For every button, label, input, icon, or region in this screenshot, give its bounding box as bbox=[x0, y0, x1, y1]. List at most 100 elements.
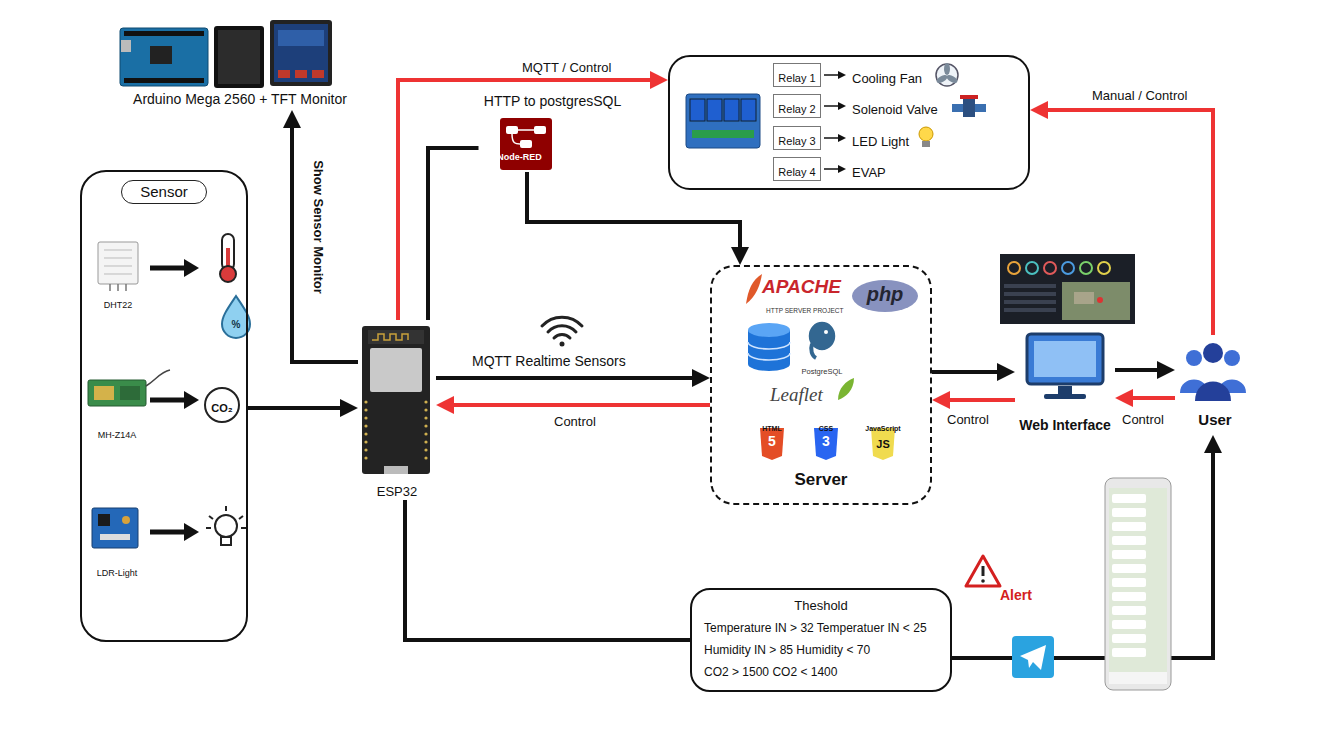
label-text: Alert bbox=[1000, 587, 1032, 604]
sensor-arrow bbox=[150, 530, 186, 535]
dashboard-screenshot bbox=[1097, 297, 1103, 303]
label-slot: 5 bbox=[760, 432, 784, 450]
esp32-board bbox=[424, 400, 427, 403]
light-icon bbox=[239, 516, 243, 519]
esp32-board bbox=[424, 440, 427, 443]
edge-label-slot: Control bbox=[945, 410, 991, 428]
connector bbox=[527, 172, 740, 259]
css-shield bbox=[814, 428, 838, 460]
database-icon bbox=[748, 357, 790, 371]
thermometer-icon bbox=[220, 234, 236, 282]
tft-display bbox=[214, 26, 264, 88]
node-text: Relay 4 bbox=[778, 166, 815, 179]
label-text: 3 bbox=[822, 433, 830, 450]
label-text: MH-Z14A bbox=[98, 430, 137, 441]
postgresql-elephant bbox=[811, 344, 816, 358]
text-slot: Sensor bbox=[82, 180, 246, 204]
dashboard-screenshot bbox=[1000, 254, 1135, 324]
co2-icon bbox=[205, 388, 239, 422]
label-slot: HTML bbox=[752, 417, 792, 435]
node-text: Humidity IN > 85 Humidity < 70 bbox=[704, 643, 870, 657]
dht22-sensor bbox=[104, 274, 132, 275]
node-text: CO2 > 1500 CO2 < 1400 bbox=[704, 665, 837, 679]
sensor-arrow bbox=[184, 391, 199, 409]
wifi-icon bbox=[542, 317, 582, 326]
text-slot: Relay 4 bbox=[774, 162, 820, 180]
text-slot: Solenoid Valve bbox=[852, 100, 1028, 118]
connector bbox=[398, 80, 662, 320]
light-icon bbox=[206, 527, 211, 529]
bulb-icon bbox=[919, 127, 933, 141]
valve-icon bbox=[952, 95, 986, 117]
phone-screenshot bbox=[1112, 578, 1146, 587]
phone-screenshot bbox=[1112, 606, 1146, 615]
relay-leader bbox=[838, 71, 846, 79]
edge-label-slot: Manual / Control bbox=[1090, 86, 1189, 104]
label-text: APACHE bbox=[762, 276, 841, 299]
monitor-icon bbox=[1027, 334, 1103, 399]
esp32-board bbox=[424, 432, 427, 435]
node-text: Cooling Fan bbox=[852, 71, 922, 87]
dashboard-screenshot bbox=[1098, 262, 1110, 274]
leaflet-leaf bbox=[838, 378, 854, 400]
text-slot: ESP32 bbox=[358, 482, 436, 500]
dht22-sensor bbox=[109, 284, 111, 291]
text-slot: Theshold bbox=[692, 596, 950, 614]
text-slot: Relay 2 bbox=[774, 99, 820, 117]
phone-screenshot bbox=[1112, 550, 1146, 559]
esp32-board bbox=[362, 326, 430, 474]
node-red-block: HTTP to postgresSQLNode-RED bbox=[479, 92, 627, 172]
relay-box: Relay 3 bbox=[773, 126, 821, 150]
html-shield bbox=[760, 428, 784, 460]
dht22-sensor bbox=[125, 284, 127, 291]
arduino-board bbox=[124, 31, 204, 36]
group-title: Sensor bbox=[121, 180, 207, 204]
relay-leader bbox=[824, 105, 840, 107]
tft-display bbox=[218, 30, 260, 84]
label-slot: % bbox=[226, 314, 246, 332]
display-unit: Arduino Mega 2560 + TFT Monitor bbox=[115, 14, 365, 110]
relay-leader bbox=[838, 134, 846, 142]
light-icon bbox=[241, 527, 246, 529]
relay-module bbox=[724, 99, 739, 121]
node-text: User bbox=[1198, 411, 1231, 429]
apache-feather bbox=[746, 274, 762, 304]
relay-box: Relay 4 bbox=[773, 157, 821, 181]
esp32-board bbox=[364, 400, 367, 403]
text-slot: Humidity IN > 85 Humidity < 70 bbox=[704, 640, 950, 658]
html-shield bbox=[760, 428, 784, 460]
wifi-icon bbox=[548, 326, 576, 332]
relay-module bbox=[686, 94, 760, 148]
fan-icon bbox=[935, 63, 958, 86]
text-slot: Cooling Fan bbox=[852, 69, 1028, 87]
label-slot: APACHE bbox=[762, 276, 841, 299]
node-red-logo bbox=[500, 118, 552, 170]
label-text: 5 bbox=[768, 433, 776, 450]
phone-screenshot bbox=[1112, 522, 1146, 531]
node-text: Temperature IN > 32 Temperatuer IN < 25 bbox=[704, 621, 927, 635]
phone-screenshot bbox=[1112, 536, 1146, 545]
user-icon bbox=[1186, 350, 1202, 366]
esp32-board bbox=[364, 400, 427, 459]
postgresql-elephant bbox=[824, 330, 828, 334]
text-slot: Server bbox=[712, 470, 930, 490]
light-icon bbox=[221, 537, 231, 545]
relay-box: Relay 2 bbox=[773, 94, 821, 118]
label-slot: Leaflet bbox=[770, 384, 823, 407]
label-slot: MH-Z14A bbox=[84, 424, 150, 442]
fan-icon bbox=[944, 63, 950, 75]
co2-sensor bbox=[94, 386, 114, 400]
arduino-board bbox=[120, 28, 208, 86]
esp32-board bbox=[362, 326, 430, 474]
co2-icon bbox=[205, 388, 239, 422]
sensor-arrow bbox=[150, 398, 186, 403]
phone-screenshot bbox=[1112, 620, 1146, 629]
label-text: LDR-Light bbox=[97, 568, 138, 579]
connector bbox=[932, 370, 1009, 374]
dashboard-screenshot bbox=[1000, 254, 1135, 324]
label-text: JS bbox=[876, 438, 889, 451]
dashboard-screenshot bbox=[1004, 308, 1056, 312]
apache-feather bbox=[746, 274, 762, 304]
edge-label-slot: Control bbox=[1120, 410, 1166, 428]
alert-triangle bbox=[981, 579, 985, 583]
